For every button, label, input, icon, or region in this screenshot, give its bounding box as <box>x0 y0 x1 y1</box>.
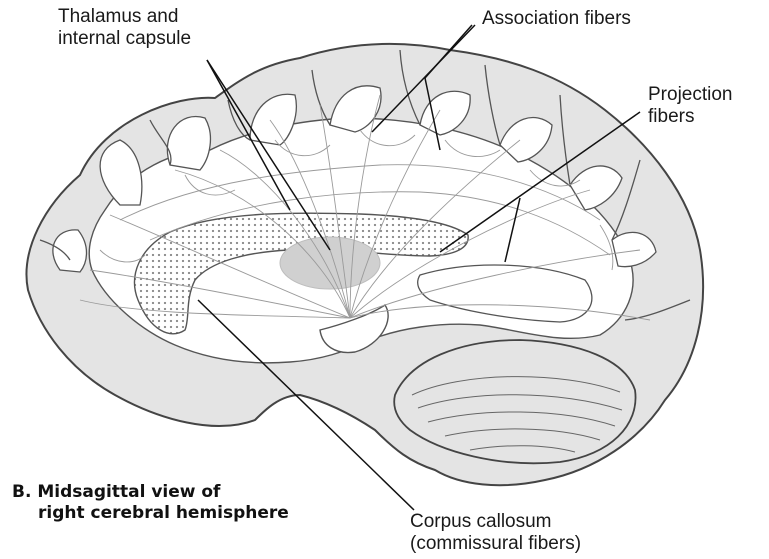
caption-prefix: B. <box>12 482 31 502</box>
figure-caption: B. Midsagittal view of right cerebral he… <box>12 482 289 524</box>
label-projection-line1: Projection <box>648 84 733 106</box>
label-association-fibers: Association fibers <box>482 8 631 30</box>
label-projection-line2: fibers <box>648 106 733 128</box>
label-corpus-callosum: Corpus callosum (commissural fibers) <box>410 511 581 555</box>
label-thalamus-line1: Thalamus and <box>58 6 191 28</box>
caption-line2: right cerebral hemisphere <box>12 503 289 524</box>
label-thalamus-line2: internal capsule <box>58 28 191 50</box>
label-projection-fibers: Projection fibers <box>648 84 733 128</box>
label-corpus-line2: (commissural fibers) <box>410 533 581 555</box>
caption-line1: Midsagittal view of <box>37 482 220 502</box>
label-thalamus: Thalamus and internal capsule <box>58 6 191 50</box>
label-corpus-line1: Corpus callosum <box>410 511 581 533</box>
